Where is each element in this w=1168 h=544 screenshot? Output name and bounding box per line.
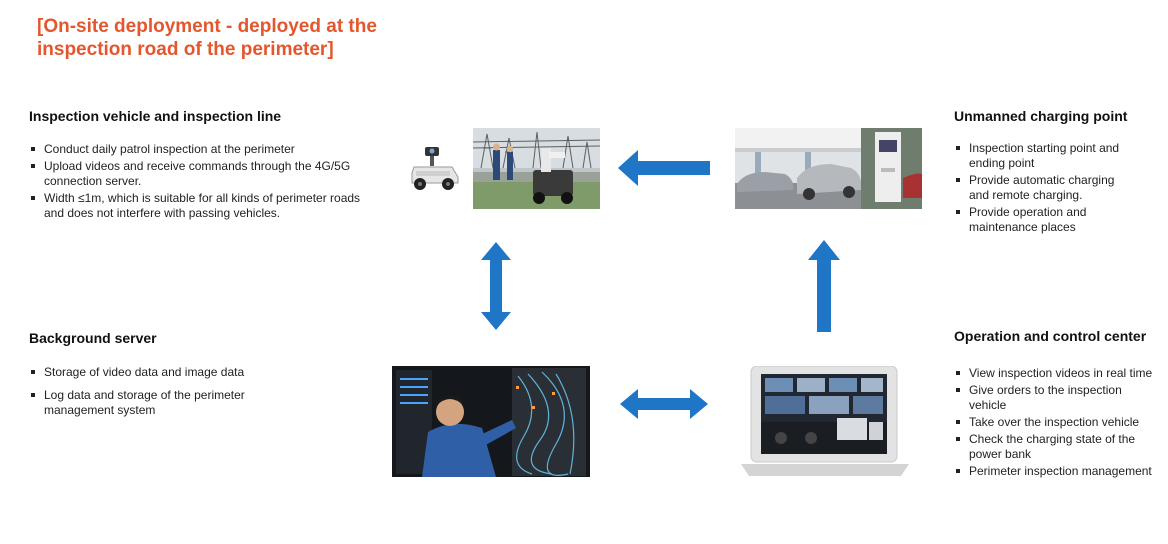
list-item: Take over the inspection vehicle xyxy=(954,415,1154,430)
robot-icon xyxy=(411,147,459,190)
page-title: [On-site deployment - deployed at the in… xyxy=(37,16,377,60)
section-vehicle-title: Inspection vehicle and inspection line xyxy=(29,108,282,124)
section-vehicle: Inspection vehicle and inspection line C… xyxy=(29,107,369,223)
section-charging-title: Unmanned charging point xyxy=(954,108,1128,124)
section-charging: Unmanned charging point Inspection start… xyxy=(954,107,1154,237)
list-item: Provide operation and maintenance places xyxy=(954,205,1134,235)
list-item: Check the charging state of the power ba… xyxy=(954,432,1154,462)
list-item: Perimeter inspection management xyxy=(954,464,1154,479)
laptop-icon xyxy=(741,366,909,476)
section-vehicle-list: Conduct daily patrol inspection at the p… xyxy=(29,142,369,221)
list-item: Log data and storage of the perimeter ma… xyxy=(29,388,269,418)
section-control-list: View inspection videos in real time Give… xyxy=(954,366,1154,479)
server-room-photo xyxy=(392,366,590,477)
charging-station-photo xyxy=(735,128,922,209)
section-server-list: Storage of video data and image data Log… xyxy=(29,365,269,418)
list-item: Inspection starting point and ending poi… xyxy=(954,141,1134,171)
list-item: Upload videos and receive commands throu… xyxy=(29,159,369,189)
section-control: Operation and control center View inspec… xyxy=(954,327,1164,481)
section-server-title: Background server xyxy=(29,330,157,346)
arrow-up-icon xyxy=(808,240,840,332)
section-server: Background server Storage of video data … xyxy=(29,329,289,420)
arrow-left-icon xyxy=(618,150,710,186)
section-charging-list: Inspection starting point and ending poi… xyxy=(954,141,1134,235)
arrow-vertical-double-icon xyxy=(481,242,511,330)
list-item: Storage of video data and image data xyxy=(29,365,269,380)
substation-robot-photo xyxy=(473,128,600,209)
arrow-horizontal-double-icon xyxy=(620,389,708,419)
list-item: Width ≤1m, which is suitable for all kin… xyxy=(29,191,369,221)
list-item: Provide automatic charging and remote ch… xyxy=(954,173,1134,203)
list-item: View inspection videos in real time xyxy=(954,366,1154,381)
section-control-title: Operation and control center xyxy=(954,328,1147,344)
list-item: Give orders to the inspection vehicle xyxy=(954,383,1154,413)
list-item: Conduct daily patrol inspection at the p… xyxy=(29,142,369,157)
